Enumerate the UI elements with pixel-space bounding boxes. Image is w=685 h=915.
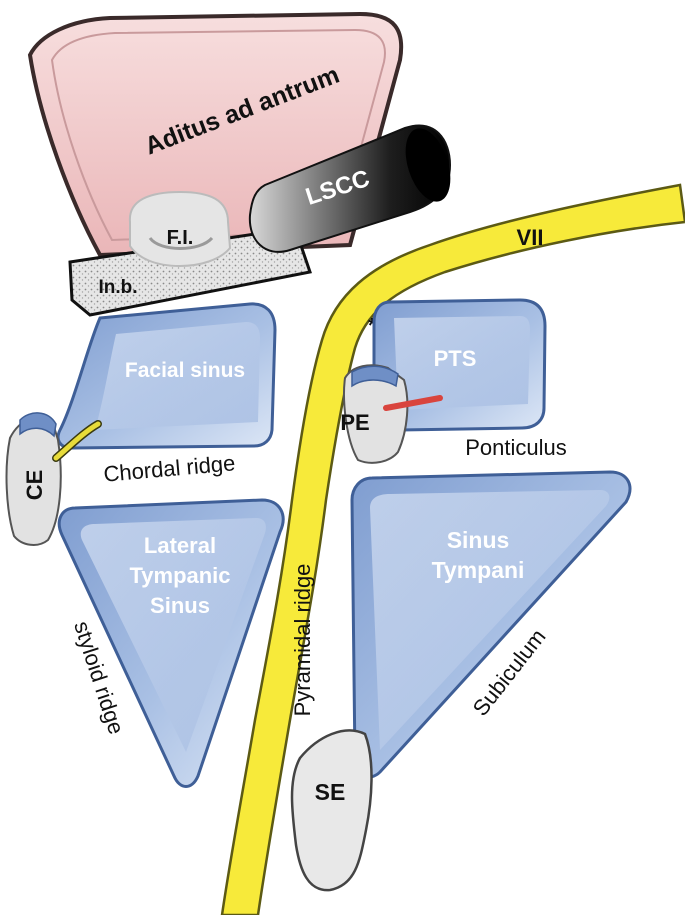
pyramidal-eminence-shape xyxy=(343,364,409,464)
lateral-tympanic-sinus-shape xyxy=(57,498,285,788)
sinus-tympani-label-line2: Tympani xyxy=(432,557,525,583)
pyramidal-eminence-label: PE xyxy=(340,410,369,435)
facial-sinus-label: Facial sinus xyxy=(125,359,245,382)
lateral-tympanic-sinus-label-line3: Sinus xyxy=(150,593,210,618)
styloid-eminence-shape xyxy=(290,729,373,892)
fossa-incudis-shape xyxy=(128,190,232,268)
chordal-eminence-label: CE xyxy=(22,470,47,501)
facial-nerve-label: VII xyxy=(517,225,544,250)
chordal-eminence-shape xyxy=(5,412,62,546)
sinus-tympani-shape xyxy=(350,470,632,779)
fossa-incudis-arc xyxy=(148,236,214,250)
fossa-incudis-label: F.I. xyxy=(167,227,194,249)
lateral-tympanic-sinus-label-line2: Tympanic xyxy=(129,563,230,588)
facial-sinus-shape xyxy=(56,302,277,450)
incus-buttress-label: In.b. xyxy=(98,277,137,298)
asterisk-marker: * xyxy=(368,315,376,337)
chordal-ridge-label: Chordal ridge xyxy=(102,450,236,486)
lscc-canal-shape xyxy=(248,124,452,253)
lateral-tympanic-sinus-label-line1: Lateral xyxy=(144,533,216,558)
chorda-tympani-line xyxy=(53,421,101,461)
sinus-tympani-label-line1: Sinus xyxy=(447,527,510,553)
stapedius-tendon-line xyxy=(383,395,443,411)
pts-shape xyxy=(372,298,547,432)
pyramidal-ridge-label: Pyramidal ridge xyxy=(290,564,315,717)
ponticulus-label: Ponticulus xyxy=(465,435,567,460)
pts-label: PTS xyxy=(434,346,477,371)
styloid-eminence-label: SE xyxy=(315,779,346,805)
